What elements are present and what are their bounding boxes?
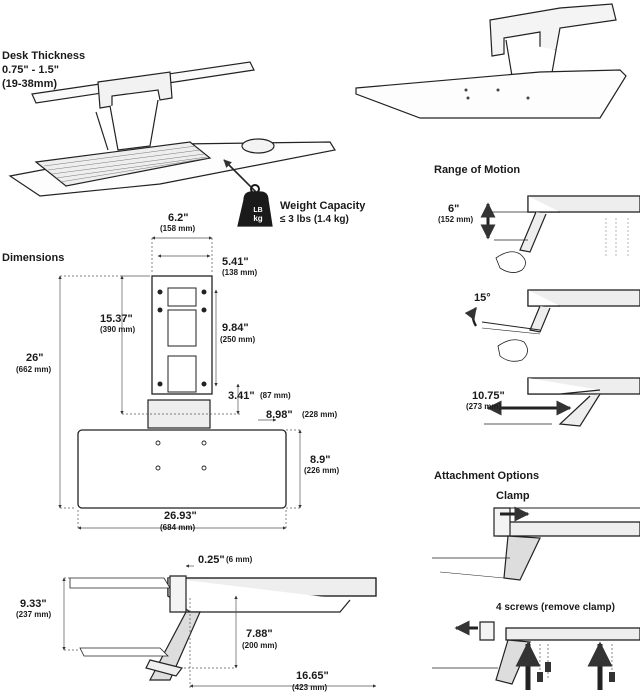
dim-9-33-mm: (237 mm): [16, 610, 52, 619]
dim-6-2-mm: (158 mm): [160, 224, 196, 233]
dim-0-25-in: 0.25": [198, 554, 225, 566]
dim-16-65-mm: (423 mm): [292, 683, 328, 692]
range-of-motion-heading: Range of Motion: [434, 164, 521, 176]
dim-8-98-mm: (228 mm): [302, 410, 338, 419]
weight-icon-lb: LB: [253, 207, 263, 214]
attachment-clamp: [432, 506, 640, 581]
dim-5-41-in: 5.41": [222, 256, 249, 268]
desk-thickness-heading: Desk Thickness: [2, 50, 86, 62]
dimensions-heading: Dimensions: [2, 252, 65, 264]
weight-icon: [223, 159, 273, 227]
attachment-screws: [432, 620, 640, 690]
dim-9-84-in: 9.84": [222, 322, 249, 334]
weight-capacity-title: Weight Capacity: [280, 200, 366, 212]
dim-16-65-in: 16.65": [296, 670, 329, 682]
attachment-clamp-label: Clamp: [496, 490, 530, 502]
dim-3-41-in: 3.41": [228, 390, 255, 402]
range-of-motion-height: [480, 195, 640, 273]
range-of-motion-tilt: [464, 289, 640, 362]
motion-15-deg: 15°: [474, 292, 491, 304]
dim-9-84-mm: (250 mm): [220, 335, 256, 344]
dim-6-2-in: 6.2": [168, 212, 189, 224]
dimensions-top-view: [58, 236, 302, 530]
dim-8-9-in: 8.9": [310, 454, 331, 466]
dim-5-41-mm: (138 mm): [222, 268, 258, 277]
keyboard-tray-illustration: [8, 61, 336, 197]
tray-top-view-illustration: [355, 3, 627, 119]
dim-15-37-mm: (390 mm): [100, 325, 136, 334]
dim-0-25-mm: (6 mm): [226, 555, 253, 564]
dim-3-41-mm: (87 mm): [260, 391, 291, 400]
dim-26-mm: (662 mm): [16, 365, 52, 374]
dimensions-side-view: [62, 564, 377, 688]
dim-8-9-mm: (226 mm): [304, 466, 340, 475]
motion-10-75-in: 10.75": [472, 390, 505, 402]
dim-7-88-mm: (200 mm): [242, 641, 278, 650]
dim-26-in: 26": [26, 352, 44, 364]
attachment-options-heading: Attachment Options: [434, 470, 540, 482]
range-of-motion-depth: [484, 377, 640, 427]
dim-9-33-in: 9.33": [20, 598, 47, 610]
desk-thickness-range-in: 0.75" - 1.5": [2, 64, 59, 76]
weight-capacity-value: ≤ 3 lbs (1.4 kg): [280, 214, 349, 225]
motion-6-mm: (152 mm): [438, 215, 474, 224]
attachment-screws-label: 4 screws (remove clamp): [496, 602, 615, 613]
dim-15-37-in: 15.37": [100, 313, 133, 325]
dim-7-88-in: 7.88": [246, 628, 273, 640]
motion-6-in: 6": [448, 203, 460, 215]
desk-thickness-range-mm: (19-38mm): [2, 78, 58, 90]
weight-icon-kg: kg: [253, 214, 263, 223]
dim-26-93-mm: (684 mm): [160, 523, 196, 532]
dim-26-93-in: 26.93": [164, 510, 197, 522]
motion-10-75-mm: (273 mm): [466, 402, 502, 411]
dim-8-98-in: 8.98": [266, 409, 293, 421]
